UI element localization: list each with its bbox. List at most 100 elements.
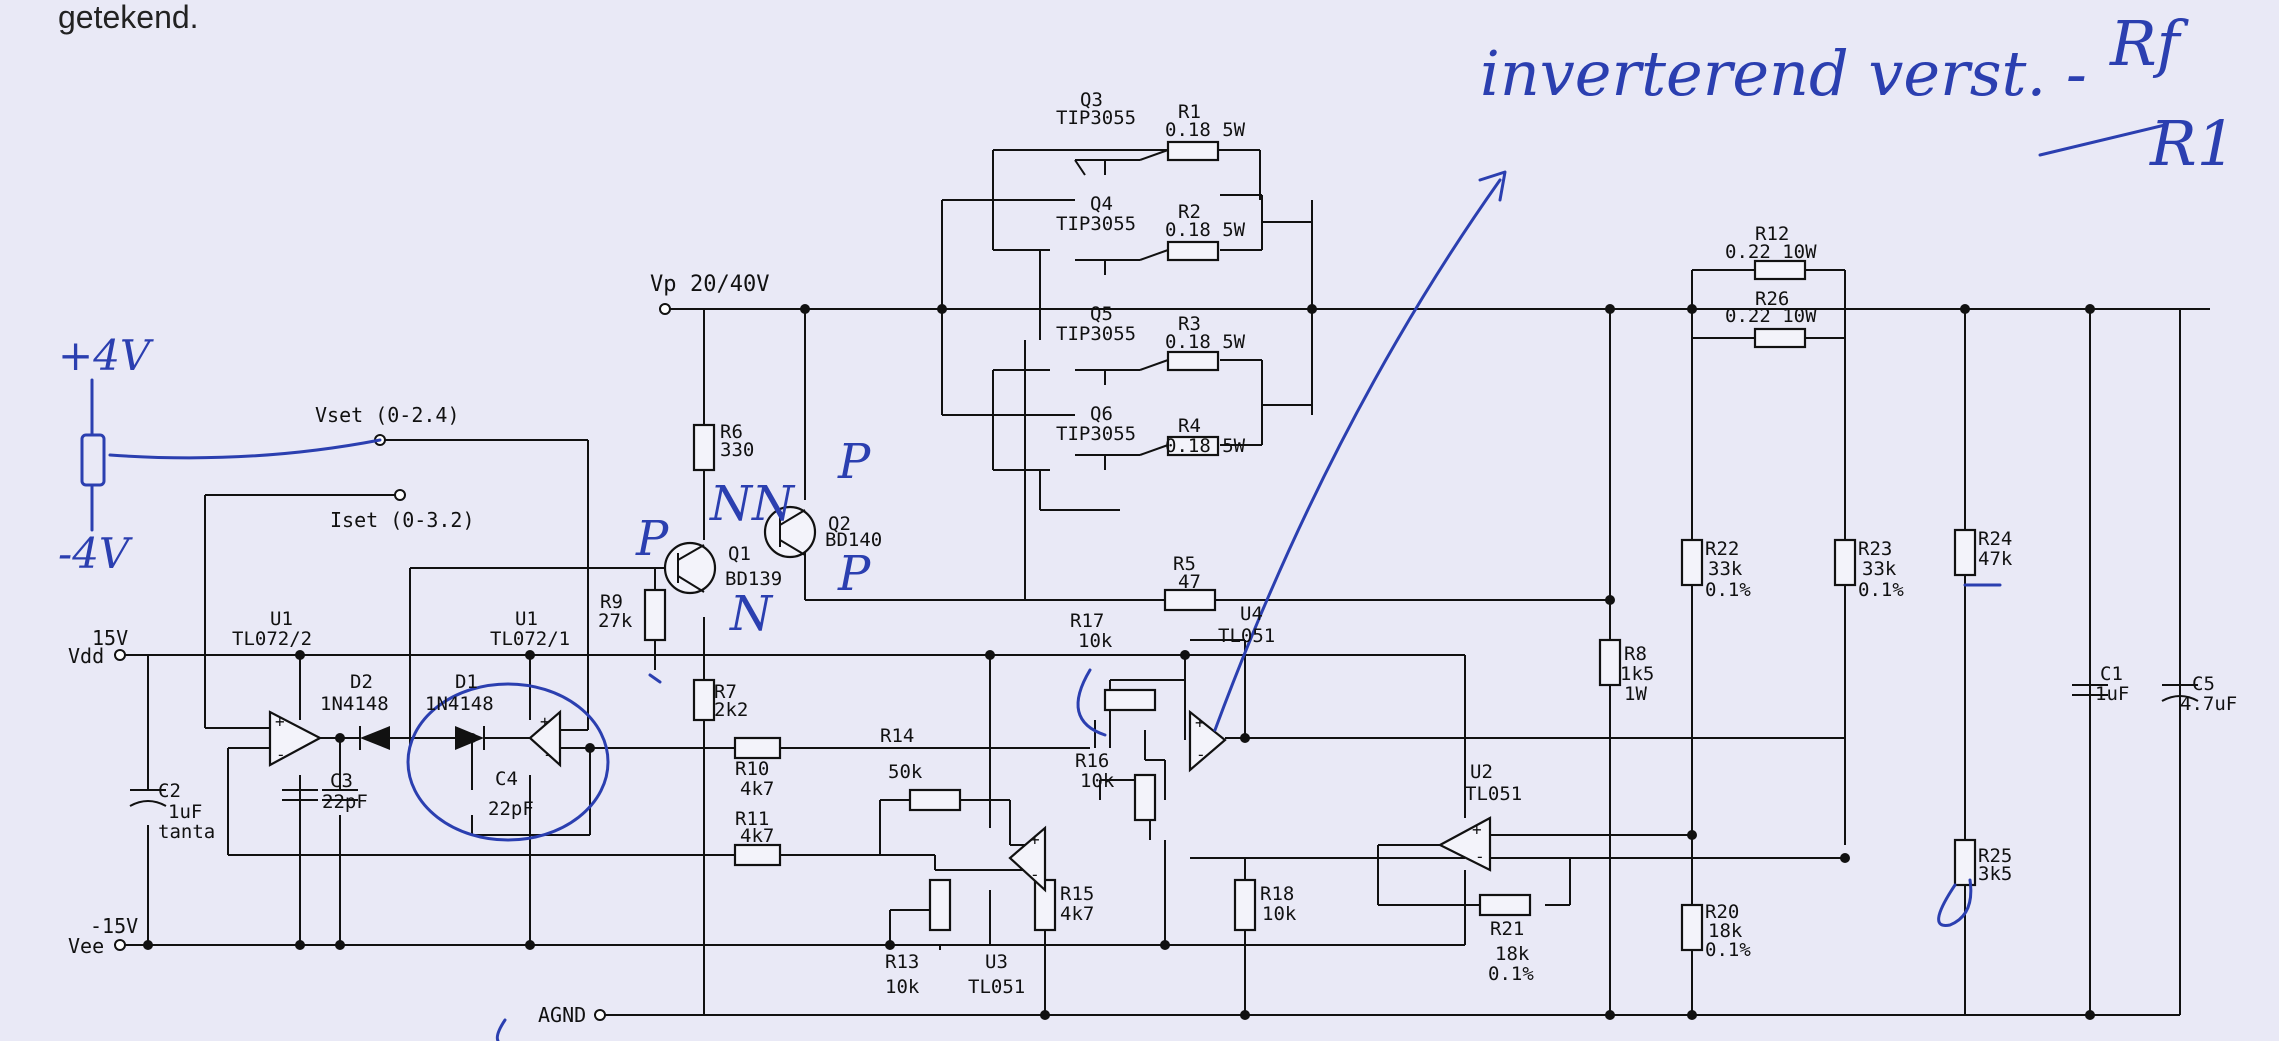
handwritten-n: N (729, 586, 774, 642)
resistor-bodies (643, 140, 1977, 952)
u1a-ref: U1 (270, 608, 293, 630)
r6-ref: R6 (720, 421, 743, 443)
r10-ref: R10 (735, 758, 769, 780)
c3-value: 22pF (322, 791, 368, 813)
r11-body (733, 843, 782, 867)
handwritten-nn: NN (709, 476, 796, 532)
r21-value: 18k (1495, 943, 1530, 965)
q2-ref: Q2 (828, 513, 851, 535)
pot-value: 50k (888, 761, 923, 783)
u2-part: TL051 (1465, 783, 1522, 805)
r16-body (1133, 773, 1157, 822)
u1b-ref: U1 (515, 608, 538, 630)
u4-symbol (1188, 709, 1227, 773)
q2-symbol (763, 505, 817, 559)
r14-ref: R14 (880, 725, 914, 747)
r4-ref: R4 (1178, 415, 1201, 437)
r25-ref: R25 (1978, 845, 2012, 867)
r26-ref: R26 (1755, 288, 1789, 310)
vdd-terminal[interactable] (114, 649, 126, 661)
r21-body (1478, 893, 1532, 917)
r12-value: 0.22 10W (1725, 241, 1817, 263)
c2-extra: tanta (158, 821, 215, 843)
vp-label: Vp (650, 272, 677, 297)
r20-tol: 0.1% (1705, 939, 1751, 961)
r4-value: 0.18 5W (1165, 435, 1246, 457)
r13-body (928, 878, 952, 932)
d2-part: 1N4148 (320, 693, 389, 715)
c3-ref: C3 (330, 770, 353, 792)
r1-ref: R1 (1178, 101, 1201, 123)
r10-body (733, 736, 782, 760)
r17-ref: R17 (1070, 610, 1104, 632)
d2-ref: D2 (350, 671, 373, 693)
r12-body (1753, 259, 1807, 281)
u3-part: TL051 (968, 976, 1025, 998)
d2-symbol (360, 726, 390, 750)
q1-symbol (663, 541, 717, 595)
c2-value: 1uF (168, 801, 202, 823)
r22-tol: 0.1% (1705, 579, 1751, 601)
r15-value: 4k7 (1060, 903, 1094, 925)
r8-extra: 1W (1624, 683, 1647, 705)
handwritten-note: inverterend verst. - (1480, 37, 2087, 110)
handwritten-minus: -4V (58, 529, 133, 578)
transistor-symbols (663, 149, 1169, 595)
vee-value: -15V (90, 914, 138, 938)
r26-value: 0.22 10W (1725, 305, 1817, 327)
vee-terminal[interactable] (114, 939, 126, 951)
q6-part: TIP3055 (1056, 423, 1136, 445)
vp-value: 20/40V (690, 272, 769, 297)
r2-body (1166, 240, 1220, 262)
r23-tol: 0.1% (1858, 579, 1904, 601)
capacitor-symbols (129, 684, 2199, 807)
r25-body (1953, 838, 1977, 887)
c4-value: 22pF (488, 798, 534, 820)
vee-label: Vee (68, 934, 104, 958)
r22-ref: R22 (1705, 538, 1739, 560)
handwritten-p-q2: P (837, 434, 871, 490)
r7-ref: R7 (714, 681, 737, 703)
iset-terminal[interactable] (394, 489, 406, 501)
hand-line-bottom (495, 1018, 507, 1041)
svg-text:-: - (1475, 847, 1485, 866)
r5-ref: R5 (1173, 553, 1196, 575)
r7-body (692, 678, 716, 722)
pot-50k-body (908, 788, 962, 812)
hand-arc-r16 (1076, 668, 1107, 737)
r13-ref: R13 (885, 951, 919, 973)
vp-terminal[interactable] (659, 303, 671, 315)
r3-ref: R3 (1178, 313, 1201, 335)
hand-circle-u1 (406, 682, 610, 842)
c1-ref: C1 (2100, 663, 2123, 685)
u4-ref: U4 (1240, 603, 1263, 625)
r6-body (692, 423, 716, 472)
opamp-symbols (268, 709, 1492, 893)
r10-value: 4k7 (740, 778, 774, 800)
r11-ref: R11 (735, 808, 769, 830)
c4-ref: C4 (495, 768, 518, 790)
q2-part: BD140 (825, 529, 882, 551)
d1-symbol (455, 726, 484, 750)
u2-symbol (1437, 816, 1492, 872)
svg-text:-: - (1196, 745, 1206, 764)
c5-value: 4.7uF (2180, 693, 2237, 715)
hand-arrowhead (1478, 170, 1507, 202)
r23-value: 33k (1862, 558, 1897, 580)
handwritten-p-q2b: P (837, 546, 871, 602)
q6-ref: Q6 (1090, 403, 1113, 425)
svg-text:+: + (1472, 820, 1482, 839)
r15-ref: R15 (1060, 883, 1094, 905)
r20-value: 18k (1708, 920, 1743, 942)
iset-label: Iset (0-3.2) (330, 508, 475, 532)
r26-body (1753, 327, 1807, 349)
r6-value: 330 (720, 439, 754, 461)
r18-ref: R18 (1260, 883, 1294, 905)
handwritten-rf: Rf (2109, 7, 2190, 80)
u3-ref: U3 (985, 951, 1008, 973)
svg-text:+: + (1030, 830, 1040, 849)
agnd-terminal[interactable] (594, 1009, 606, 1021)
r9-ref: R9 (600, 591, 623, 613)
